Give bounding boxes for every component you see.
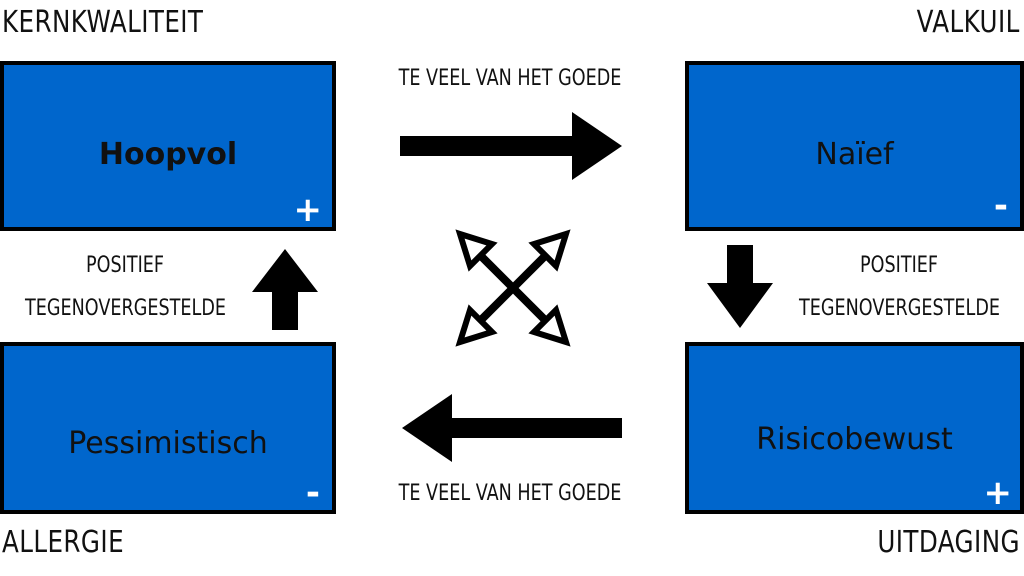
box-kernkwaliteit: Hoopvol + (0, 61, 336, 231)
arrow-label-right-line1: POSITIEF (859, 253, 939, 278)
cross-arrowheads-icon (455, 229, 571, 347)
cross-arrows-icon (475, 250, 551, 326)
corner-title-allergie: ALLERGIE (2, 525, 125, 560)
corner-title-kernkwaliteit: KERNKWALITEIT (2, 5, 204, 40)
minus-sign: - (993, 186, 1008, 226)
plus-sign: + (293, 190, 323, 230)
arrow-label-bottom: TE VEEL VAN HET GOEDE (398, 481, 622, 506)
minus-sign: - (305, 473, 320, 513)
arrow-left-icon (402, 394, 622, 462)
box-label-risicobewust: Risicobewust (756, 422, 953, 457)
arrow-label-left-line1: POSITIEF (85, 253, 165, 278)
plus-sign: + (983, 473, 1013, 513)
arrow-label-top: TE VEEL VAN HET GOEDE (398, 66, 622, 91)
box-allergie: Pessimistisch - (0, 342, 336, 514)
arrow-up-icon (252, 249, 318, 330)
arrow-label-left-line2: TEGENOVERGESTELDE (25, 296, 227, 321)
arrow-down-icon (707, 245, 773, 328)
corner-title-valkuil: VALKUIL (916, 5, 1020, 40)
box-uitdaging: Risicobewust + (685, 342, 1024, 514)
box-valkuil: Naïef - (685, 61, 1024, 231)
arrow-label-right-line2: TEGENOVERGESTELDE (799, 296, 1001, 321)
box-label-pessimistisch: Pessimistisch (68, 426, 268, 461)
arrow-right-icon (400, 112, 622, 180)
box-label-naief: Naïef (815, 137, 894, 172)
box-label-hoopvol: Hoopvol (98, 137, 238, 172)
corner-title-uitdaging: UITDAGING (877, 525, 1020, 560)
